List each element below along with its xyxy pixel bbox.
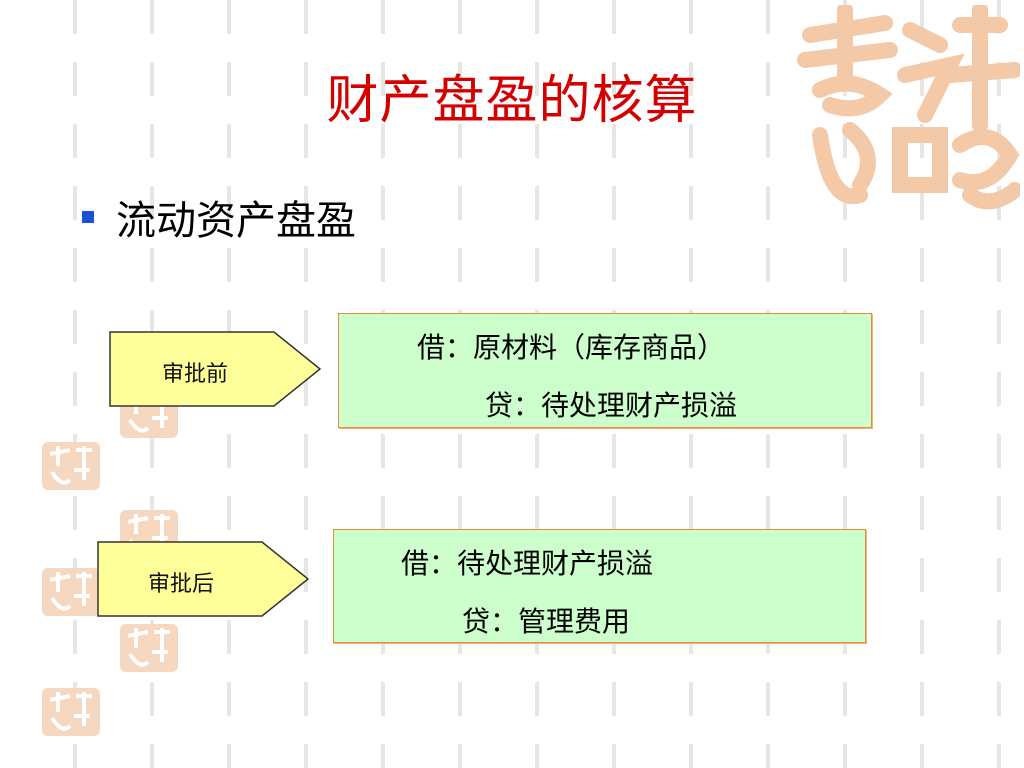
auspicious-seal-icon [42, 568, 100, 616]
slide-title: 财产盘盈的核算 [326, 71, 698, 131]
auspicious-seal-icon [42, 688, 100, 736]
credit-line: 贷：待处理财产损溢 [485, 389, 738, 422]
step-arrow-after [97, 541, 310, 617]
auspicious-seal-icon [42, 442, 100, 490]
bullet-item: 流动资产盘盈 [82, 188, 356, 246]
step-arrow-before [109, 331, 322, 407]
debit-line: 借：待处理财产损溢 [401, 547, 654, 580]
bullet-square-icon [82, 211, 94, 223]
credit-line: 贷：管理费用 [462, 605, 631, 638]
auspicious-seal-icon [797, 5, 1020, 210]
step-label-before: 审批前 [162, 362, 229, 387]
journal-entry-after: 借：待处理财产损溢 贷：管理费用 [333, 529, 866, 643]
bullet-text: 流动资产盘盈 [116, 198, 356, 244]
journal-entry-before: 借：原材料（库存商品） 贷：待处理财产损溢 [338, 313, 872, 428]
auspicious-seal-icon [120, 624, 178, 672]
step-label-after: 审批后 [148, 572, 215, 597]
debit-line: 借：原材料（库存商品） [417, 331, 726, 364]
